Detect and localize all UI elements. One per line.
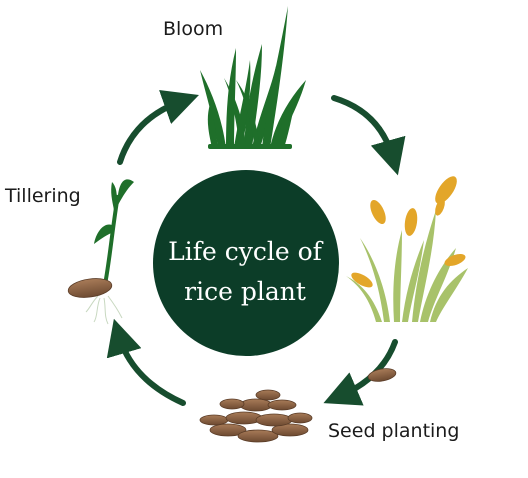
center-circle [153, 170, 339, 356]
sprouting-seed-illustration [67, 179, 134, 325]
green-rice-plant-illustration [200, 6, 306, 149]
stage-label-tillering: Tillering [5, 185, 81, 207]
single-seed-icon [367, 368, 397, 382]
stage-label-seed-planting: Seed planting [328, 420, 460, 442]
center-title-line-1: Life cycle of [168, 237, 322, 266]
arrow-bloom-to-ripening [331, 95, 406, 176]
center-title: Life cycle of rice plant [150, 232, 340, 312]
arrow-seed-to-tillering [106, 318, 186, 406]
seed-pile-illustration [199, 389, 313, 443]
center-title-line-2: rice plant [184, 277, 306, 306]
ripe-rice-plant-illustration [346, 176, 468, 322]
stage-label-bloom: Bloom [163, 18, 224, 40]
arrow-tillering-to-bloom [117, 90, 199, 165]
